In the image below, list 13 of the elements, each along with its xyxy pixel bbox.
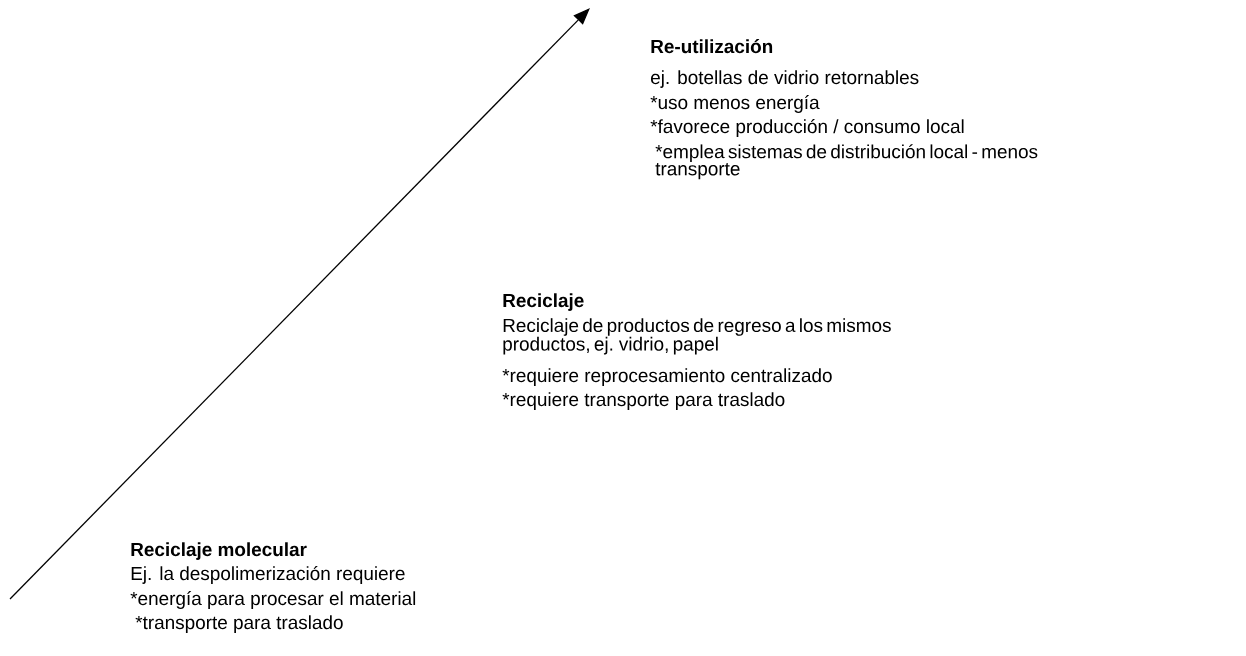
heading: Re-utilización — [651, 39, 773, 54]
heading: Reciclaje molecular — [131, 542, 307, 560]
body-text: Reciclaje de productos de regreso a los mismos productos, ej. vidrio, papel — [503, 318, 891, 355]
body-text: *emplea sistemas de distribución local - menos transporte — [655, 144, 1038, 180]
body-text: Ej. la despolimerización requiere — [131, 566, 405, 584]
body-text: ej. botellas de vidrio retornables — [651, 70, 919, 88]
body-text: *requiere reprocesamiento centralizado — [502, 368, 832, 386]
body-text: *transporte para traslado — [135, 615, 343, 633]
body-text: *energía para procesar el material — [130, 591, 416, 609]
body-text: *favorece producción / consumo local — [650, 119, 964, 137]
body-text: *requiere transporte para traslado — [502, 392, 785, 410]
heading: Reciclaje — [503, 293, 584, 311]
body-text: *uso menos energía — [650, 95, 820, 113]
